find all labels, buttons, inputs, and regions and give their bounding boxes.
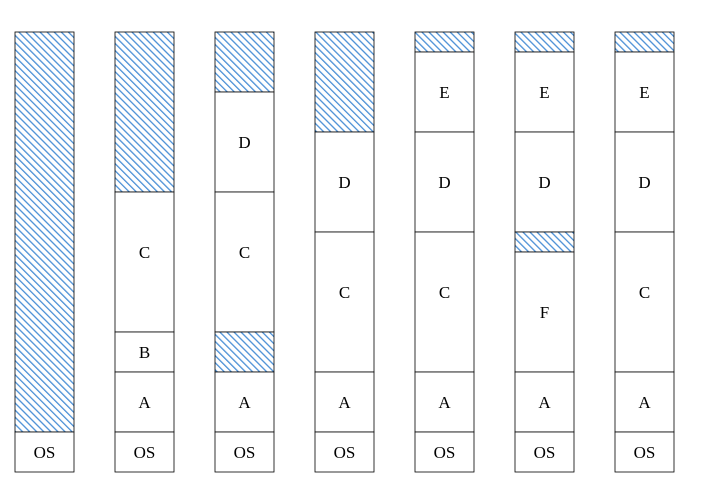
segment-label: C: [239, 243, 250, 262]
process-segment: [414, 51, 475, 133]
memory-column-4: D C A OS: [314, 31, 375, 473]
process-segment: [114, 431, 175, 473]
free-hole-segment: [514, 231, 575, 253]
free-hole-segment: [314, 31, 375, 133]
free-hole-segment: [614, 31, 675, 53]
segment-label: E: [639, 83, 649, 102]
process-segment: [414, 431, 475, 473]
segment-label: A: [438, 393, 451, 412]
segment-label: OS: [134, 443, 156, 462]
segment-label: D: [238, 133, 250, 152]
free-hole-segment: [114, 31, 175, 193]
process-segment: [14, 431, 75, 473]
segment-label: OS: [234, 443, 256, 462]
memory-column-2: C B A OS: [114, 31, 175, 473]
segment-label: F: [540, 303, 549, 322]
process-segment: [614, 231, 675, 373]
memory-column-5: E D C A OS: [414, 31, 475, 473]
segment-label: A: [538, 393, 551, 412]
process-segment: [414, 231, 475, 373]
segment-label: C: [639, 283, 650, 302]
segment-label: D: [438, 173, 450, 192]
memory-column-3: D C A OS: [214, 31, 275, 473]
memory-column-6: E D F A OS: [514, 31, 575, 473]
memory-column-7: E D C A OS: [614, 31, 675, 473]
process-segment: [114, 371, 175, 433]
process-segment: [514, 371, 575, 433]
process-segment: [114, 191, 175, 333]
free-hole-segment: [14, 31, 75, 433]
process-segment: [314, 431, 375, 473]
free-hole-segment: [214, 31, 275, 93]
segment-label: A: [138, 393, 151, 412]
segment-label: A: [638, 393, 651, 412]
free-hole-segment: [514, 31, 575, 53]
process-segment: [314, 231, 375, 373]
segment-label: D: [638, 173, 650, 192]
segment-label: OS: [634, 443, 656, 462]
process-segment: [614, 431, 675, 473]
process-segment: [214, 91, 275, 193]
process-segment: [514, 251, 575, 373]
process-segment: [214, 431, 275, 473]
segment-label: C: [339, 283, 350, 302]
segment-label: A: [338, 393, 351, 412]
process-segment: [614, 131, 675, 233]
memory-columns: OS C B A OS D C A OS D C A OS E D C A OS E D F A OS E D C A OS: [14, 31, 675, 473]
process-segment: [414, 131, 475, 233]
process-segment: [214, 191, 275, 333]
segment-label: C: [439, 283, 450, 302]
free-hole-segment: [414, 31, 475, 53]
process-segment: [514, 51, 575, 133]
process-segment: [514, 431, 575, 473]
segment-label: OS: [34, 443, 56, 462]
segment-label: D: [338, 173, 350, 192]
segment-label: E: [539, 83, 549, 102]
segment-label: OS: [534, 443, 556, 462]
process-segment: [214, 371, 275, 433]
process-segment: [314, 131, 375, 233]
free-hole-segment: [214, 331, 275, 373]
process-segment: [414, 371, 475, 433]
segment-label: OS: [334, 443, 356, 462]
process-segment: [114, 331, 175, 373]
process-segment: [614, 371, 675, 433]
process-segment: [614, 51, 675, 133]
segment-label: E: [439, 83, 449, 102]
segment-label: C: [139, 243, 150, 262]
process-segment: [514, 131, 575, 233]
memory-column-1: OS: [14, 31, 75, 473]
segment-label: B: [139, 343, 150, 362]
segment-label: A: [238, 393, 251, 412]
segment-label: D: [538, 173, 550, 192]
segment-label: OS: [434, 443, 456, 462]
